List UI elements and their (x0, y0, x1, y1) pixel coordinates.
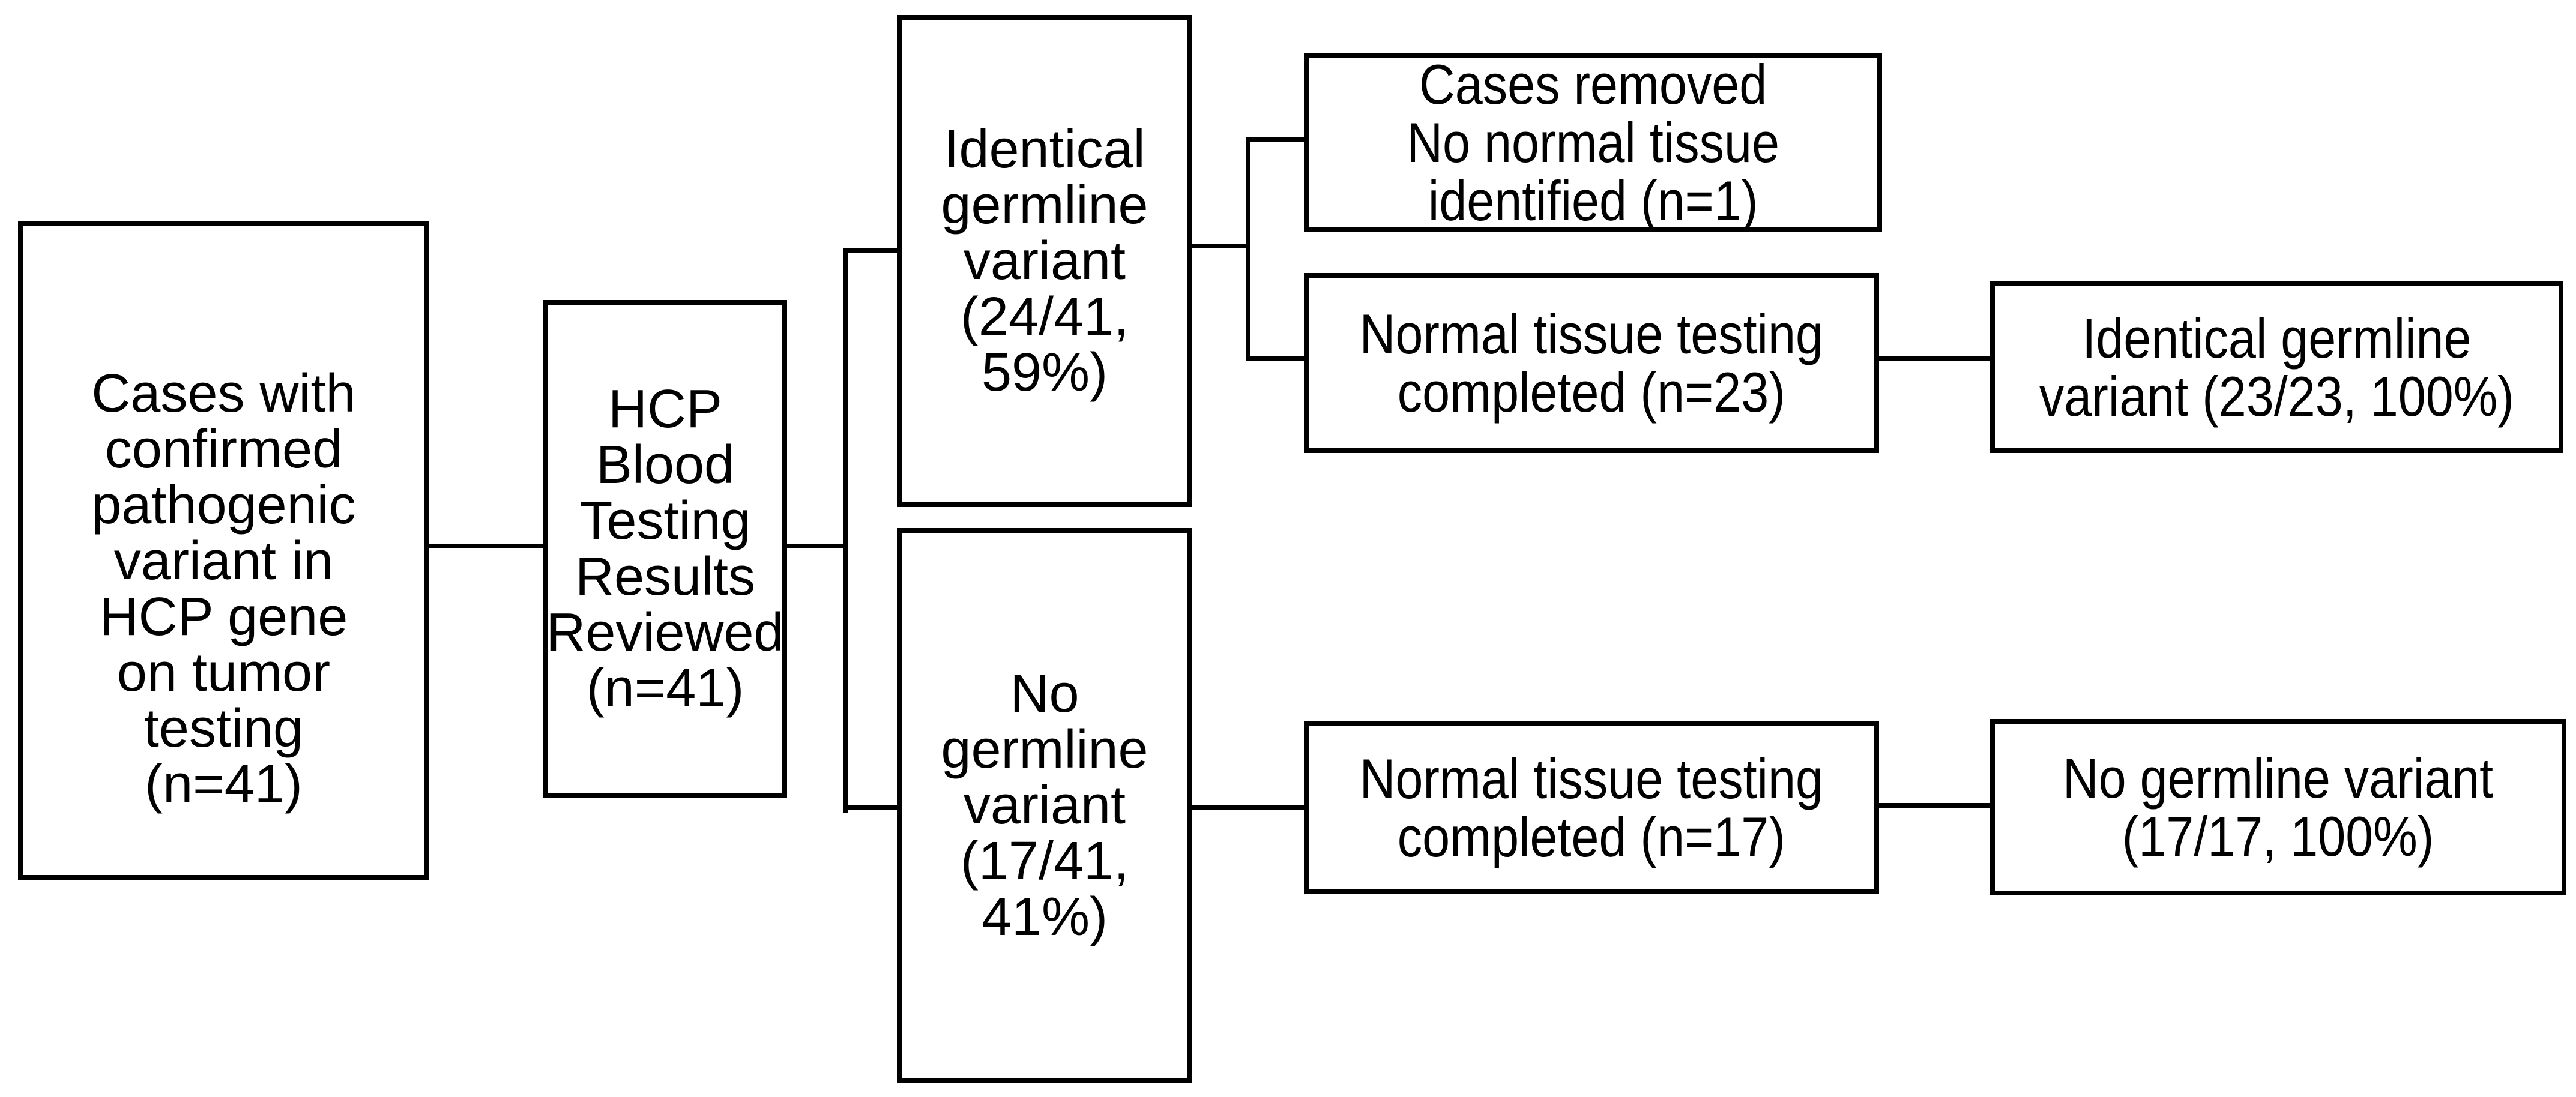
connector-trunk2-to-removed (1246, 137, 1309, 142)
flow-box-cases-removed: Cases removed No normal tissue identifie… (1304, 53, 1882, 232)
flow-box-blood-review: HCP Blood Testing Results Reviewed (n=41… (543, 300, 787, 798)
flow-box-no-variant: No germline variant (17/41, 41%) (897, 528, 1192, 1083)
flow-box-tissue-completed-23: Normal tissue testing completed (n=23) (1304, 273, 1879, 453)
connector-trunk1-to-identical (843, 248, 902, 253)
flow-box-no-variant-17-label: No germline variant (17/17, 100%) (2063, 747, 2494, 868)
connector-trunk1-vertical (843, 248, 848, 813)
connector-trunk1-to-no-variant (843, 805, 902, 810)
flow-box-tissue-completed-23-label: Normal tissue testing completed (n=23) (1359, 302, 1824, 424)
flow-box-identical-variant-label: Identical germline variant (24/41, 59%) (941, 119, 1148, 403)
connector-review-to-trunk1 (784, 544, 848, 548)
connector-trunk2-to-tissue23 (1246, 356, 1309, 361)
connector-tissue23-to-identical23 (1874, 356, 1993, 361)
connector-tissue17-to-no-variant17 (1874, 803, 1993, 808)
flow-box-identical-variant: Identical germline variant (24/41, 59%) (897, 15, 1192, 507)
flow-box-tissue-completed-17-label: Normal tissue testing completed (n=17) (1359, 747, 1824, 868)
flow-box-cases-removed-label: Cases removed No normal tissue identifie… (1407, 52, 1779, 232)
connector-identical-to-trunk2 (1189, 244, 1250, 248)
flow-box-identical-23-label: Identical germline variant (23/23, 100%) (2039, 306, 2514, 428)
connector-trunk2-vertical (1246, 137, 1250, 361)
flow-box-no-variant-label: No germline variant (17/41, 41%) (941, 664, 1148, 947)
flow-box-tumor-cases: Cases with confirmed pathogenic variant … (18, 221, 429, 880)
flow-box-blood-review-label: HCP Blood Testing Results Reviewed (n=41… (546, 379, 784, 718)
flow-box-tumor-cases-label: Cases with confirmed pathogenic variant … (91, 364, 356, 814)
flow-box-no-variant-17: No germline variant (17/17, 100%) (1990, 719, 2566, 895)
connector-no-variant-to-tissue17 (1189, 805, 1307, 810)
flow-box-identical-23: Identical germline variant (23/23, 100%) (1990, 281, 2563, 453)
connector-tumor-to-review (425, 544, 547, 548)
flow-box-tissue-completed-17: Normal tissue testing completed (n=17) (1304, 721, 1879, 894)
